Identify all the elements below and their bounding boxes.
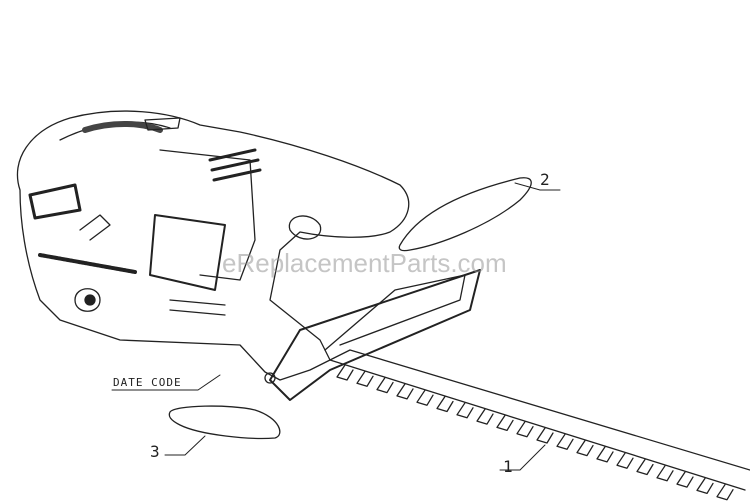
blade-tooth (496, 414, 514, 432)
blade-tooth (676, 471, 694, 488)
blade-tooth (596, 446, 614, 463)
blade-tooth (476, 408, 494, 425)
leader-line-1 (499, 444, 546, 471)
blade-tooth (336, 364, 354, 381)
blade-tooth (716, 484, 734, 501)
callout-2: 2 (540, 170, 550, 189)
blade-tooth (516, 421, 534, 438)
blade-tooth (356, 370, 374, 387)
blade-tooth (376, 376, 394, 394)
callout-3: 3 (150, 442, 160, 461)
blade-tooth (396, 383, 414, 400)
blade-tooth (556, 433, 574, 450)
blade (329, 349, 750, 501)
blade-tooth (656, 465, 674, 482)
blade-tooth (456, 402, 474, 419)
blade-tooth (536, 427, 554, 444)
date-code-label: DATE CODE (113, 376, 182, 389)
decal-2-shape (398, 177, 532, 252)
blade-tooth (616, 452, 634, 469)
leader-line-3 (164, 435, 206, 456)
blade-tooth (436, 395, 454, 413)
blade-tooth (696, 477, 714, 495)
blade-tooth (416, 389, 434, 406)
front-guard (264, 269, 481, 401)
watermark: eReplacementParts.com (222, 248, 507, 278)
trimmer-body (16, 110, 410, 381)
date-code-leader (111, 374, 221, 391)
leader-line-2 (514, 182, 561, 191)
callout-1: 1 (503, 457, 513, 476)
decal-3-shape (168, 405, 281, 440)
blade-tooth (576, 439, 594, 457)
blade-tooth (636, 458, 654, 476)
